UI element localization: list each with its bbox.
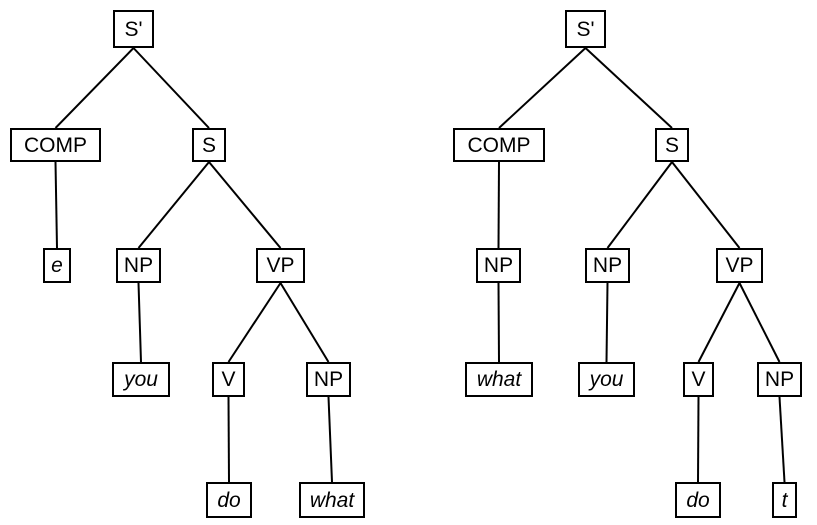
tree-node-r-what: what <box>465 362 533 397</box>
tree-node-l-do: do <box>206 482 252 518</box>
tree-node-l-s: S <box>192 128 226 162</box>
tree-node-r-np1: NP <box>585 248 630 283</box>
tree-node-l-you: you <box>112 362 170 397</box>
tree-node-r-s: S <box>655 128 689 162</box>
tree-edge-R-S-to-R-NP1 <box>606 161 673 249</box>
tree-node-r-np2: NP <box>757 362 802 397</box>
tree-edge-R-NP1-to-R-you <box>605 282 609 363</box>
tree-edge-L-Sbar-to-L-S <box>132 47 210 129</box>
tree-edge-L-S-to-L-NP1 <box>137 161 210 249</box>
tree-node-r-sbar: S' <box>565 10 606 48</box>
tree-node-l-sbar: S' <box>113 10 154 48</box>
tree-edge-R-S-to-R-VP <box>671 161 741 249</box>
tree-edge-L-S-to-L-VP <box>208 161 282 249</box>
tree-edge-R-VP-to-R-V <box>697 282 741 363</box>
tree-edge-R-NP0-to-R-what <box>497 282 500 363</box>
tree-edge-R-VP-to-R-NP2 <box>738 282 781 363</box>
tree-node-r-vp: VP <box>716 248 763 283</box>
tree-edge-L-V-to-L-do <box>227 396 230 483</box>
tree-node-l-what: what <box>299 482 365 518</box>
tree-edge-R-COMP-to-R-NP0 <box>497 161 500 249</box>
tree-edge-R-Sbar-to-R-S <box>584 47 673 129</box>
tree-edge-R-NP2-to-R-t <box>778 396 786 483</box>
tree-edge-L-NP2-to-L-what <box>327 396 333 483</box>
tree-edge-R-Sbar-to-R-COMP <box>498 47 587 129</box>
tree-edge-L-Sbar-to-L-COMP <box>54 47 135 129</box>
tree-node-r-v: V <box>683 362 714 397</box>
tree-node-l-comp: COMP <box>10 128 101 162</box>
tree-node-r-comp: COMP <box>453 128 545 162</box>
tree-edge-L-COMP-to-L-e <box>54 161 58 249</box>
tree-edge-L-VP-to-L-V <box>227 282 282 363</box>
tree-node-l-vp: VP <box>256 248 305 283</box>
tree-node-r-t: t <box>772 482 797 518</box>
tree-node-l-np1: NP <box>116 248 161 283</box>
tree-edge-R-V-to-R-do <box>697 396 700 483</box>
tree-node-l-e: e <box>43 248 71 283</box>
tree-node-r-do: do <box>675 482 721 518</box>
tree-node-l-np2: NP <box>306 362 351 397</box>
tree-node-r-you: you <box>578 362 635 397</box>
tree-edge-L-NP1-to-L-you <box>137 282 142 363</box>
tree-node-r-np0: NP <box>476 248 521 283</box>
tree-node-l-v: V <box>212 362 245 397</box>
tree-edge-L-VP-to-L-NP2 <box>279 282 330 363</box>
